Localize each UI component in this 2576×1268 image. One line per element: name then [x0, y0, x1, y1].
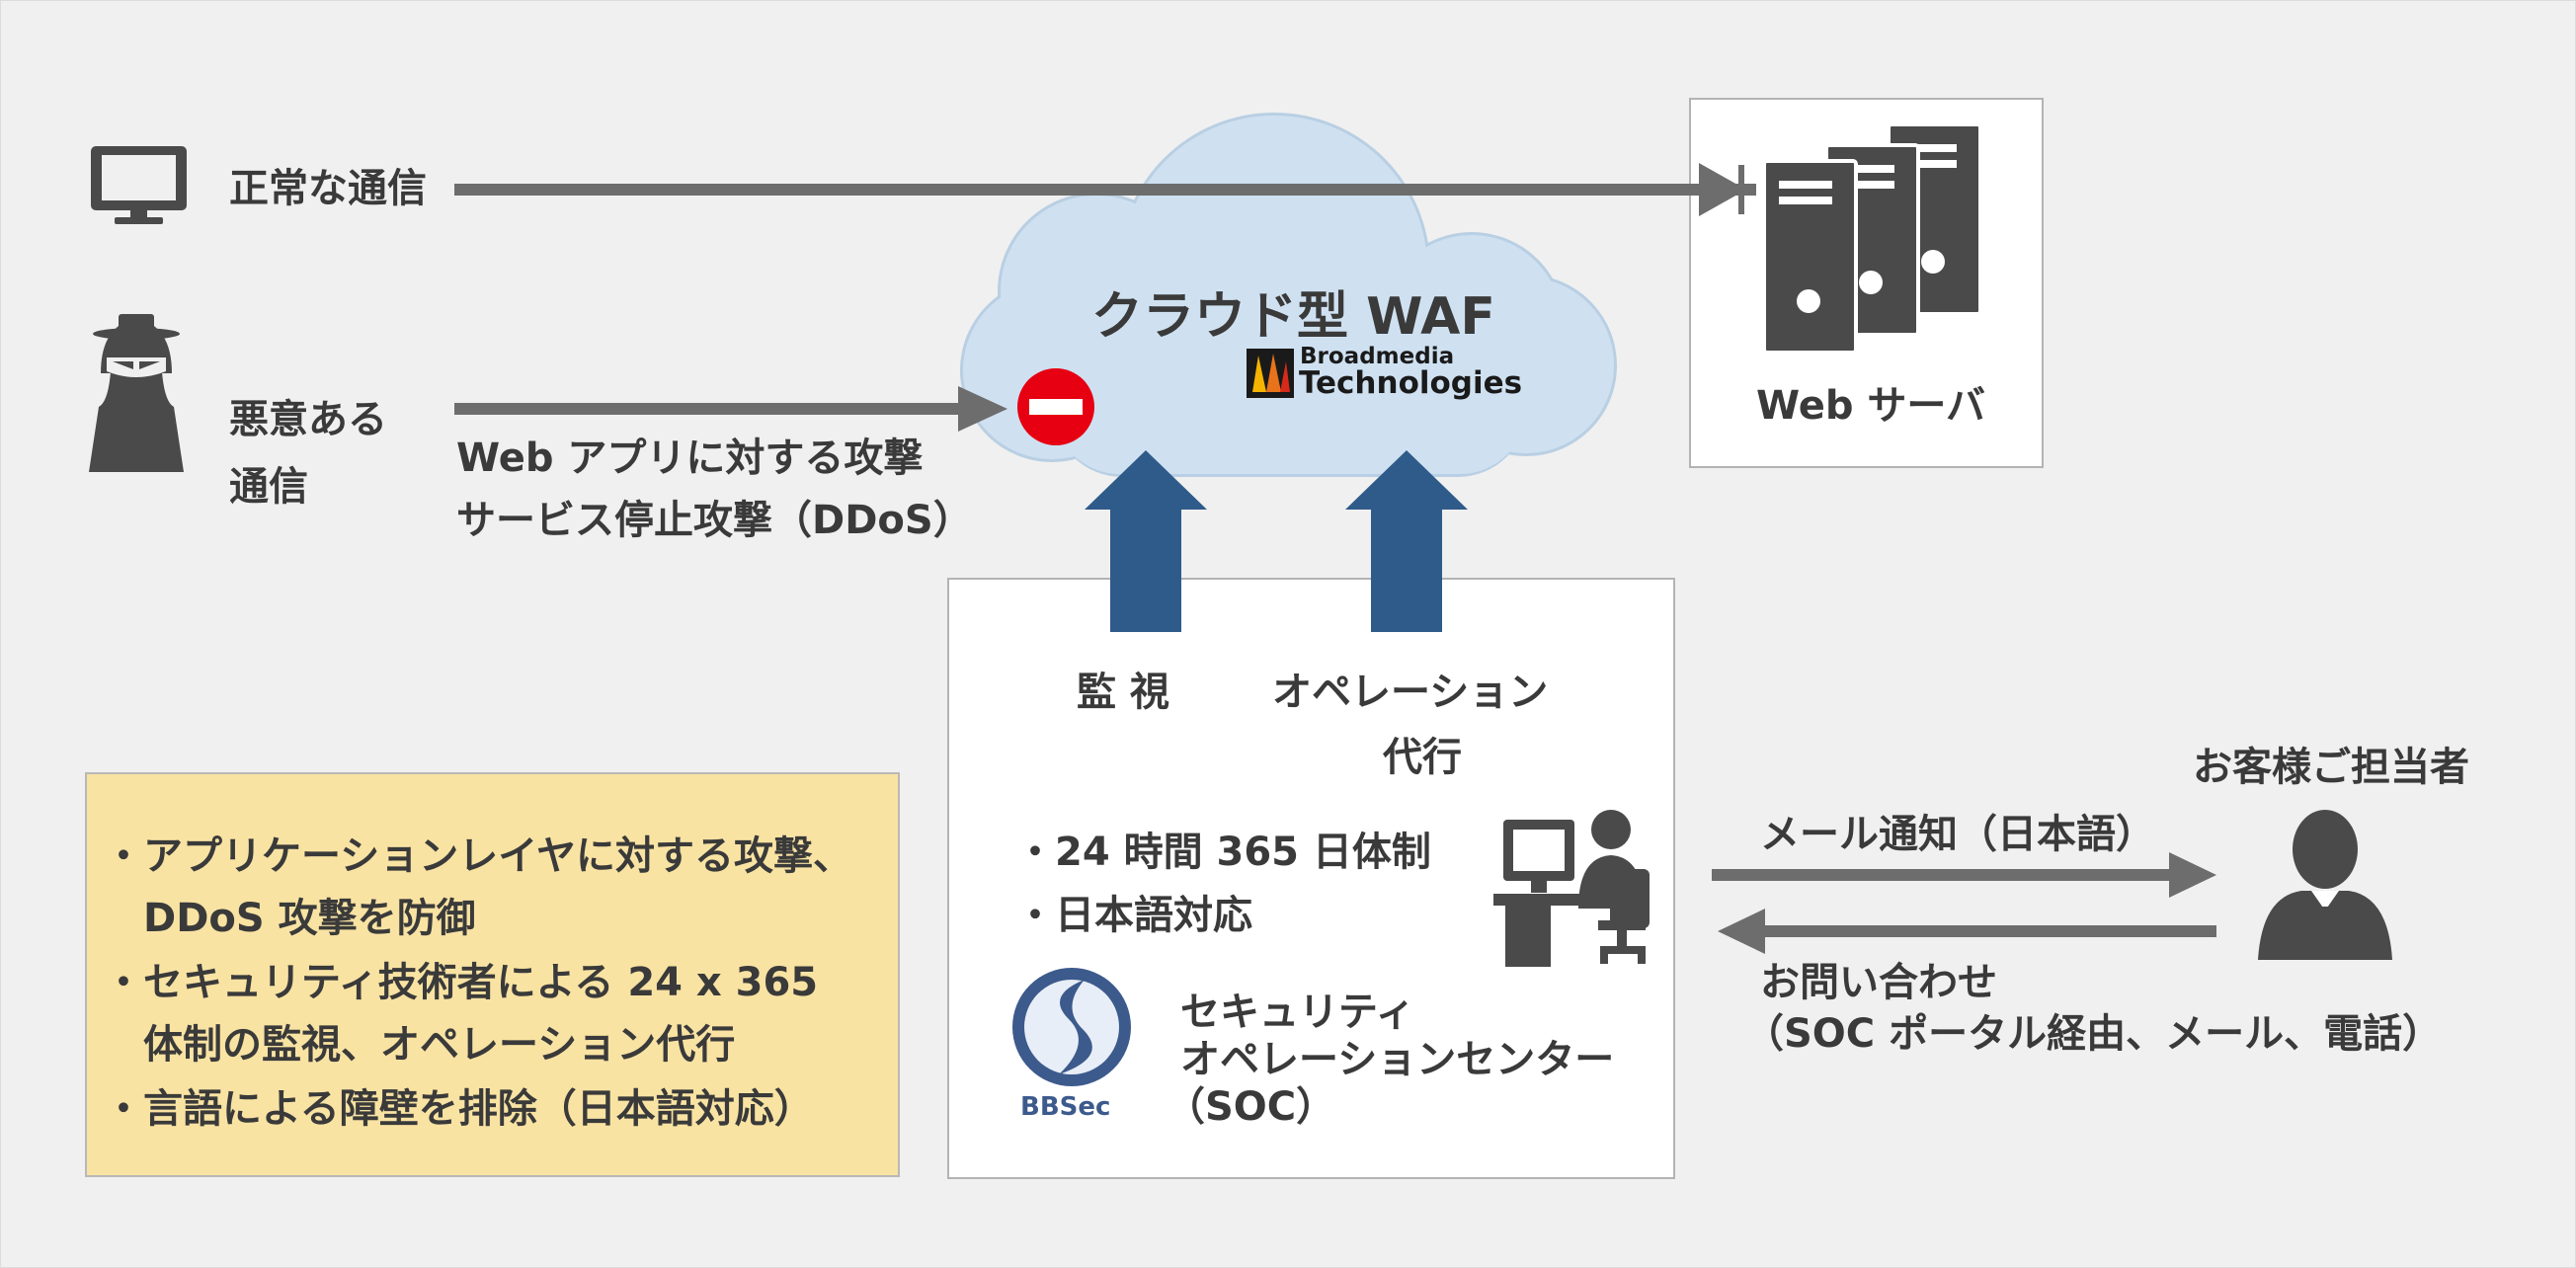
soc-name-line1: セキュリティ [1180, 990, 1415, 1035]
web-server-label: Web サーバ [1756, 383, 1985, 429]
operator-at-desk-icon [1493, 810, 1650, 967]
operation-label-line2: 代行 [1383, 735, 1462, 780]
businessman-icon [2258, 810, 2392, 960]
broadmedia-logo-mark [1247, 349, 1294, 398]
bbsec-logo-text: BBSec [1020, 1092, 1111, 1122]
customer-label: お客様ご担当者 [2193, 745, 2469, 790]
inquiry-label-line1: お問い合わせ [1760, 960, 1997, 1005]
no-entry-icon [1017, 368, 1094, 445]
inquiry-arrow [1758, 925, 2216, 937]
soc-name-line3: （SOC） [1166, 1084, 1336, 1130]
feature-note-box [85, 772, 900, 1177]
monitoring-arrow [1085, 450, 1207, 632]
soc-name-line2: オペレーションセンター [1180, 1037, 1615, 1082]
server-rack-icon [1762, 122, 1982, 355]
feature-line-5: ・言語による障壁を排除（日本語対応） [104, 1086, 814, 1132]
feature-line-2: DDoS 攻撃を防御 [104, 896, 476, 941]
bbsec-logo-mark [1012, 968, 1131, 1086]
normal-traffic-label: 正常な通信 [229, 166, 427, 211]
operation-arrow [1345, 450, 1468, 632]
notify-arrow [1712, 869, 2176, 881]
notify-arrowhead [2169, 852, 2216, 898]
malicious-traffic-arrowhead [958, 386, 1007, 432]
feature-line-1: ・アプリケーションレイヤに対する攻撃、 [104, 833, 852, 879]
normal-traffic-arrowhead [1699, 163, 1746, 216]
notify-label: メール通知（日本語） [1760, 812, 2155, 857]
monitoring-label: 監 視 [1077, 670, 1169, 715]
soc-bullet-japanese: ・日本語対応 [1015, 893, 1252, 938]
broadmedia-logo-top: Broadmedia [1300, 344, 1455, 369]
desktop-monitor-icon [91, 146, 187, 224]
feature-line-3: ・セキュリティ技術者による 24 x 365 [104, 960, 819, 1005]
masked-hacker-icon [89, 314, 184, 472]
malicious-traffic-arrow [454, 403, 968, 415]
cloud-waf-title: クラウド型 WAF [1091, 287, 1495, 347]
malicious-traffic-label-line2: 通信 [229, 464, 308, 510]
attack-type-line1: Web アプリに対する攻撃 [456, 436, 924, 481]
inquiry-arrowhead [1718, 909, 1765, 954]
broadmedia-logo-bottom: Technologies [1299, 365, 1523, 401]
feature-line-4: 体制の監視、オペレーション代行 [104, 1022, 736, 1068]
inquiry-label-line2: （SOC ポータル経由、メール、電話） [1744, 1011, 2443, 1057]
soc-bullet-24-365: ・24 時間 365 日体制 [1015, 830, 1431, 875]
malicious-traffic-label-line1: 悪意ある [229, 397, 387, 442]
operation-label-line1: オペレーション [1272, 670, 1549, 715]
attack-type-line2: サービス停止攻撃（DDoS） [456, 498, 973, 543]
